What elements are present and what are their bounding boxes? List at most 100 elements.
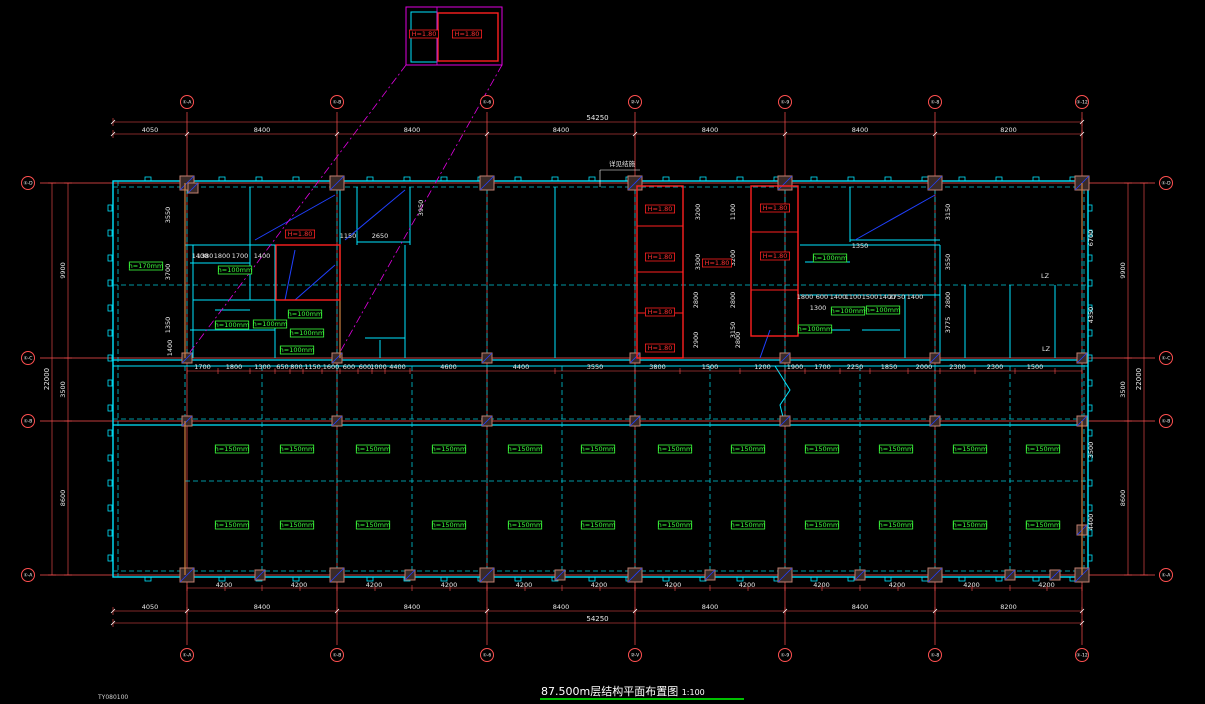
window-marker <box>107 304 113 312</box>
dim-label: 1000 <box>370 363 387 371</box>
inner-dim: 2800 <box>734 332 742 349</box>
column-hatch <box>329 175 345 191</box>
elevation-label: H=1.80 <box>288 230 313 238</box>
window-marker <box>107 529 113 537</box>
elevation-label: H=1.80 <box>763 252 788 260</box>
column-hatch <box>481 415 493 427</box>
window-marker <box>995 576 1003 582</box>
slab-label: h=100mm <box>253 320 288 328</box>
elevation-label: H=1.80 <box>455 30 480 38</box>
dim-label: 3500 <box>1119 381 1127 398</box>
window-marker <box>514 176 522 182</box>
window-marker <box>958 176 966 182</box>
slab-label-frame <box>1025 444 1061 454</box>
inner-dim: 2650 <box>372 232 389 240</box>
dim-label: 1300 <box>254 363 271 371</box>
dim-label: 2000 <box>916 363 933 371</box>
dim-label: 8400 <box>404 126 421 134</box>
window-marker <box>107 254 113 262</box>
dim-label: 8400 <box>553 126 570 134</box>
stair-line <box>759 329 771 359</box>
dim-label: 4200 <box>665 581 682 589</box>
inner-dim: 3200 <box>729 250 737 267</box>
slab-label: h=100mm <box>290 329 325 337</box>
dim-label: 8400 <box>553 603 570 611</box>
inner-dim: 2800 <box>729 292 737 309</box>
inner-dim: 1150 <box>340 232 357 240</box>
axis-bubble <box>21 568 35 582</box>
axis-bubble <box>1075 95 1089 109</box>
dim-label: 4400 <box>513 363 530 371</box>
slab-label: h=150mm <box>1026 521 1061 529</box>
window-marker <box>366 576 374 582</box>
axis-bubble <box>628 95 642 109</box>
slab-label: h=150mm <box>356 445 391 453</box>
axis-bubble-label: ①-B <box>333 100 342 106</box>
slab-label: h=150mm <box>356 521 391 529</box>
slab-label: h=150mm <box>953 445 988 453</box>
slab-label-frame <box>730 444 766 454</box>
dim-label: 600 <box>343 363 355 371</box>
axis-bubble <box>1159 351 1173 365</box>
inner-dim: 1380 <box>197 252 214 260</box>
slab-label: h=150mm <box>432 521 467 529</box>
slab-label: h=150mm <box>280 445 315 453</box>
dim-label: 8400 <box>254 126 271 134</box>
dim-slash <box>110 119 116 125</box>
inner-dim: 6700 <box>1087 230 1095 247</box>
axis-bubbles: ①-A①-A①-B①-B①-6①-6②-V②-V①-9①-9①-8①-8①-12… <box>21 95 1173 662</box>
dim-label: 1150 <box>304 363 321 371</box>
column-hatch <box>629 352 641 364</box>
column-hatch <box>179 567 195 583</box>
window-marker <box>1032 176 1040 182</box>
inner-dim: 3550 <box>164 207 172 224</box>
slab-label-frame <box>355 520 391 530</box>
slab-label-frame <box>730 520 766 530</box>
dim-label: 8400 <box>254 603 271 611</box>
window-marker <box>551 176 559 182</box>
column-hatch <box>779 415 791 427</box>
slab-label-frame <box>657 444 693 454</box>
axis-bubble <box>1159 414 1173 428</box>
window-marker <box>107 404 113 412</box>
window-marker <box>810 576 818 582</box>
window-marker <box>107 379 113 387</box>
axis-bubble <box>480 648 494 662</box>
window-marker <box>1087 479 1093 487</box>
column-hatch <box>777 175 793 191</box>
dim-label: 4200 <box>441 581 458 589</box>
slab-label: h=150mm <box>508 445 543 453</box>
inner-dim: 2800 <box>944 292 952 309</box>
dim-label: 600 <box>359 363 371 371</box>
lz-label: LZ <box>1042 345 1051 353</box>
dim-label: 8400 <box>702 126 719 134</box>
inner-dim: 1400 <box>166 340 174 357</box>
slab-label: h=150mm <box>508 521 543 529</box>
dim-slash <box>184 608 190 614</box>
window-marker <box>107 279 113 287</box>
dim-label: 1700 <box>814 363 831 371</box>
axis-grid <box>40 112 1155 645</box>
axis-bubble-label: ①-9 <box>781 100 790 106</box>
drawing-title-text: 87.500m层结构平面布置图 <box>541 685 679 698</box>
axis-bubble <box>928 648 942 662</box>
dim-label: 22000 <box>1135 368 1143 390</box>
dim-label: 8200 <box>1000 603 1017 611</box>
dim-label: 1600 <box>323 363 340 371</box>
window-marker <box>403 176 411 182</box>
slab-label: h=100mm <box>218 266 253 274</box>
elevation-label-frame <box>645 204 676 214</box>
dim-label: 1700 <box>194 363 211 371</box>
column-hatch <box>929 415 941 427</box>
dim-label: 1200 <box>754 363 771 371</box>
axis-bubble <box>628 648 642 662</box>
slab-label: h=100mm <box>831 307 866 315</box>
column-hatch <box>779 352 791 364</box>
dim-slash <box>1079 131 1085 137</box>
inner-dim: 1350 <box>852 242 869 250</box>
column-hatch <box>254 569 266 581</box>
axis-bubble-label: ①-B <box>24 419 33 425</box>
window-marker <box>810 176 818 182</box>
column-hatch <box>1049 569 1061 581</box>
